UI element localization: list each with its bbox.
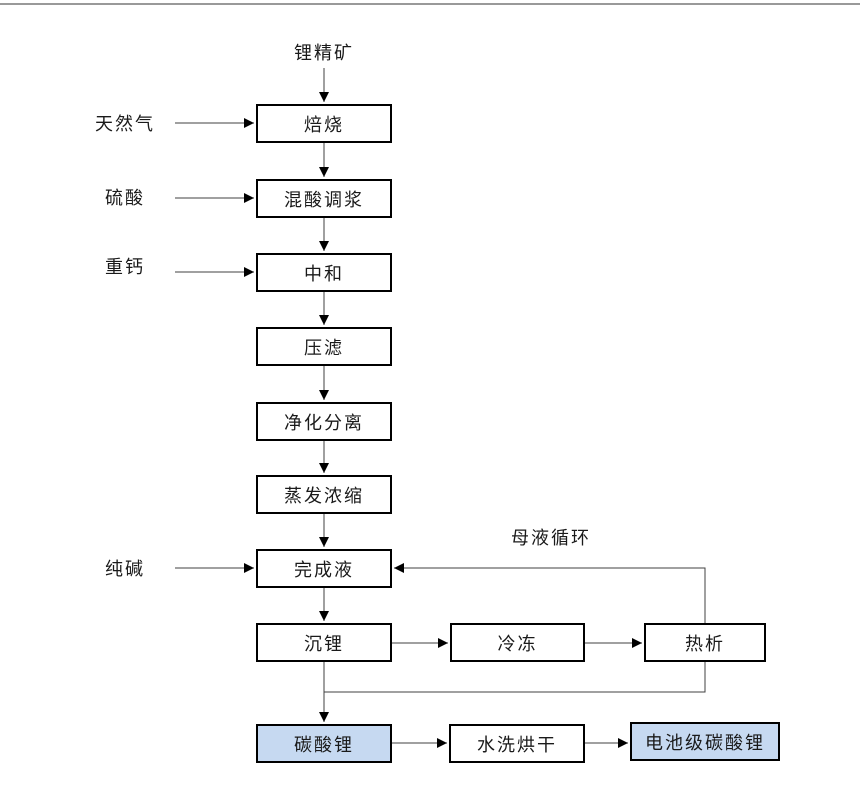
input-sulfuric-acid: 硫酸 xyxy=(105,188,145,208)
node-evaporation: 蒸发浓缩 xyxy=(256,475,392,514)
node-purification: 净化分离 xyxy=(256,402,392,441)
node-thermal-precipitation: 热析 xyxy=(644,623,766,662)
page-top-rule xyxy=(0,3,860,5)
node-neutralization: 中和 xyxy=(256,253,392,292)
label-mother-liquor-cycle: 母液循环 xyxy=(511,528,591,548)
input-natural-gas: 天然气 xyxy=(95,114,155,134)
line-thermal-to-carbonate-junction xyxy=(324,662,706,693)
node-battery-grade-lithium-carbonate: 电池级碳酸锂 xyxy=(630,722,780,761)
node-press-filter: 压滤 xyxy=(256,327,392,366)
line-mother-liquor-return xyxy=(394,563,706,623)
node-lithium-carbonate: 碳酸锂 xyxy=(256,724,392,763)
node-wash-dry: 水洗烘干 xyxy=(449,724,585,763)
node-lithium-precipitation: 沉锂 xyxy=(256,623,392,662)
node-freezing: 冷冻 xyxy=(450,623,585,662)
node-finished-liquor: 完成液 xyxy=(256,549,392,588)
label-lithium-concentrate: 锂精矿 xyxy=(294,43,354,63)
input-heavy-calcium: 重钙 xyxy=(105,257,145,277)
node-acid-slurry: 混酸调浆 xyxy=(256,179,392,218)
node-roasting: 焙烧 xyxy=(256,104,392,143)
input-soda-ash: 纯碱 xyxy=(105,559,145,579)
